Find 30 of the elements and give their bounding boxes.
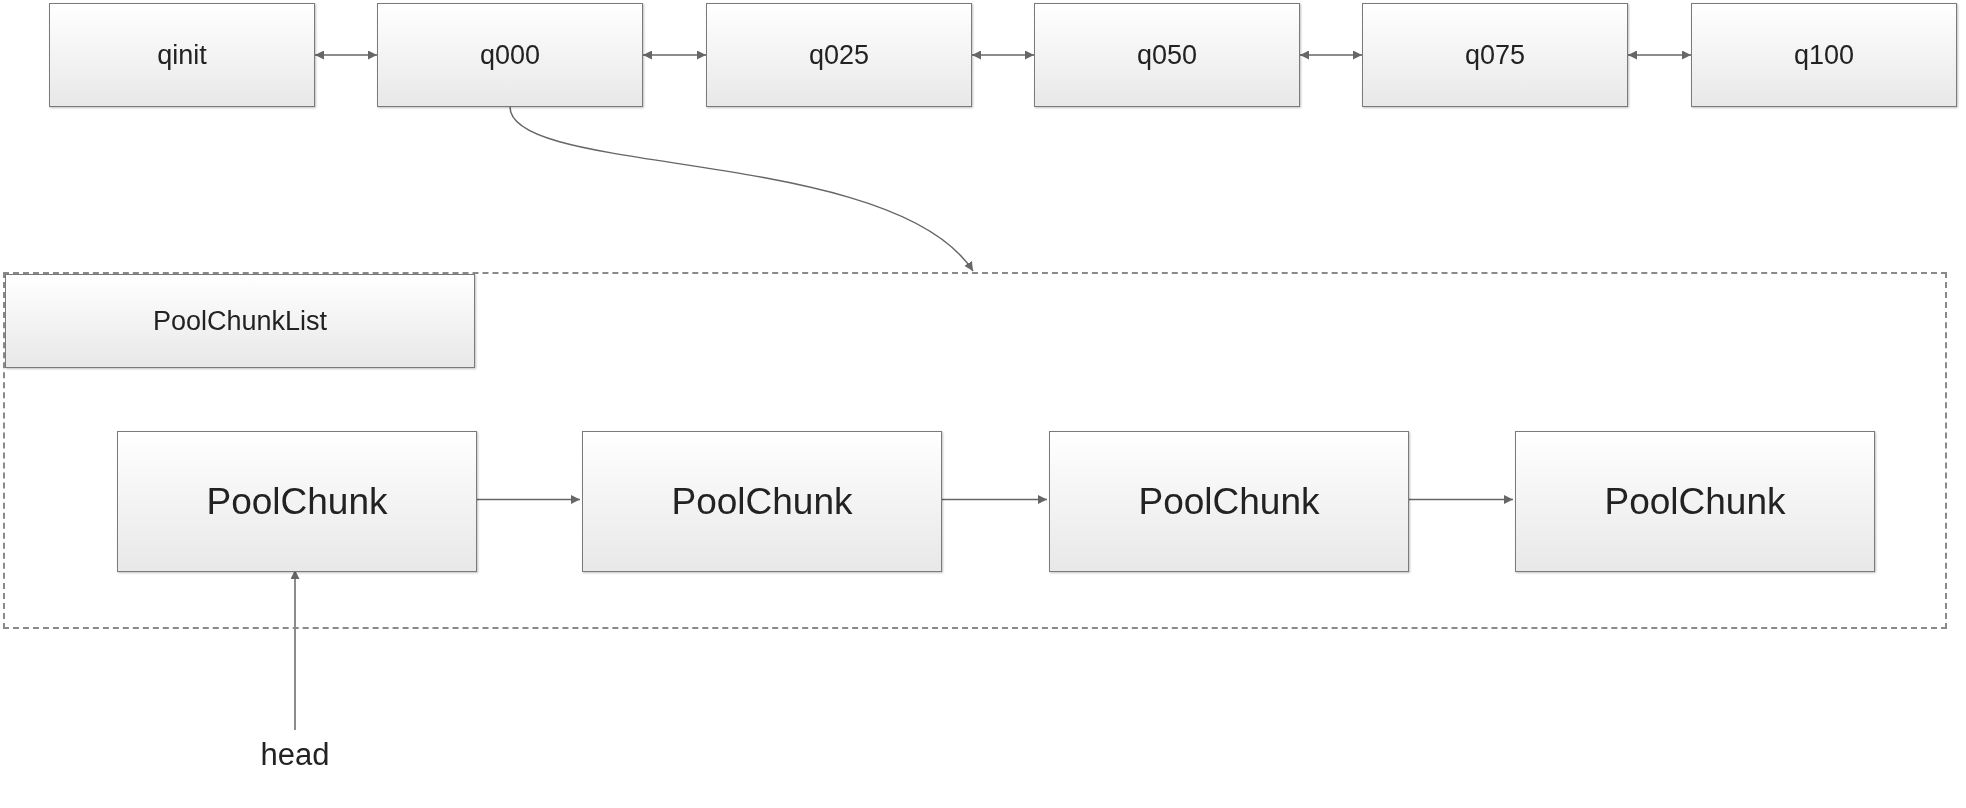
head-label: head: [240, 730, 350, 780]
queue-box: [1691, 3, 1957, 107]
arrow: [314, 50, 378, 60]
box-label: q100: [1793, 38, 1855, 72]
box-label: q075: [1464, 38, 1526, 72]
box-label: q000: [479, 38, 541, 72]
chunk-box: [1515, 431, 1875, 572]
queue-box: [706, 3, 972, 107]
box-label: q050: [1136, 38, 1198, 72]
chunk-box: [1049, 431, 1409, 572]
queue-box: [1034, 3, 1300, 107]
box-label: PoolChunk: [206, 479, 388, 524]
dashed-group: [3, 272, 1947, 629]
arrow: [971, 50, 1035, 60]
queue-box: [377, 3, 643, 107]
box-label: PoolChunk: [1604, 479, 1786, 524]
title-box: [5, 274, 475, 368]
queue-box: [1362, 3, 1628, 107]
box-label: PoolChunk: [1138, 479, 1320, 524]
arrow: [1299, 50, 1363, 60]
arrow: [642, 50, 707, 60]
arrow: [509, 106, 974, 272]
box-label: PoolChunkList: [152, 304, 328, 338]
queue-box: [49, 3, 315, 107]
arrow: [1627, 50, 1692, 60]
chunk-box: [117, 431, 477, 572]
box-label: PoolChunk: [671, 479, 853, 524]
box-label: q025: [808, 38, 870, 72]
box-label: qinit: [157, 38, 207, 72]
chunk-box: [582, 431, 942, 572]
